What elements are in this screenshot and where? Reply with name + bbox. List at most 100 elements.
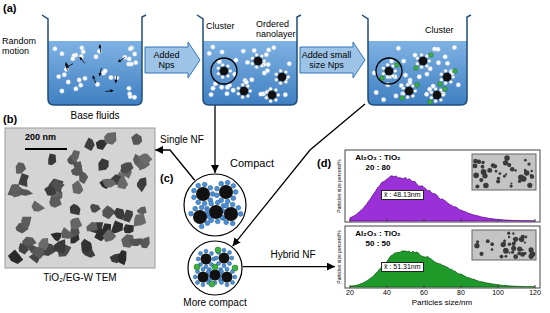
small-nanoparticle <box>212 264 218 270</box>
base-fluid-molecule <box>430 90 434 94</box>
inset-particle <box>487 168 492 173</box>
base-fluid-molecule <box>62 72 66 76</box>
base-fluid-molecule <box>400 92 404 96</box>
tio2-particle <box>81 239 92 253</box>
inset-particle <box>530 170 532 172</box>
tio2-particle <box>8 250 23 264</box>
tio2-particle <box>44 185 56 196</box>
inset-particle <box>528 247 533 252</box>
inset-particle <box>481 165 485 169</box>
tio2-particle <box>21 217 31 228</box>
base-fluid-molecule <box>132 95 136 99</box>
base-fluid-molecule <box>60 89 64 93</box>
base-fluid-molecule <box>210 192 215 197</box>
small-nanoparticle <box>209 281 215 287</box>
base-fluid-molecule <box>234 58 238 62</box>
base-fluid-molecule <box>219 269 223 273</box>
base-fluid-molecule <box>251 62 255 66</box>
inset-particle <box>491 248 494 251</box>
base-fluid-molecule <box>269 99 273 103</box>
inset-particle <box>524 170 529 175</box>
compact-cluster: Compact <box>183 173 247 237</box>
tick-label: 120 <box>525 289 545 297</box>
tio2-particle <box>137 177 147 192</box>
inset-particle <box>474 243 479 248</box>
axis-tick <box>350 219 351 222</box>
inset-particle <box>510 167 515 172</box>
base-fluid-molecule <box>207 269 211 273</box>
inset-particle <box>530 174 534 178</box>
inset-particle <box>524 235 527 238</box>
mean-size: x̄ : 48.13nm <box>381 190 424 200</box>
base-fluid-molecule <box>416 62 420 66</box>
scale-bar <box>25 148 67 150</box>
base-fluid-molecule <box>109 75 113 79</box>
tio2-particle <box>90 204 101 213</box>
base-fluid-molecule <box>71 56 75 60</box>
base-fluid-molecule <box>402 92 406 96</box>
inset-particle <box>514 240 516 242</box>
inset-particle <box>509 184 512 187</box>
base-fluid-molecule <box>134 60 138 64</box>
block-arrow <box>300 42 365 78</box>
base-fluid-molecule <box>244 80 248 84</box>
edge-label: Added Nps <box>146 50 187 70</box>
beaker <box>362 15 471 105</box>
base-fluid-molecule <box>97 49 101 53</box>
callout-text: Random motion <box>2 36 42 56</box>
tio2-particle <box>137 207 147 215</box>
motion-arrow <box>93 76 96 83</box>
base-fluid-molecule <box>434 87 438 91</box>
base-fluid-molecule <box>215 193 220 198</box>
inset-particle <box>473 172 479 178</box>
small-nanoparticle <box>443 87 448 92</box>
nanoparticle <box>198 272 209 283</box>
base-fluid-molecule <box>390 59 394 63</box>
base-fluid-molecule <box>284 70 288 74</box>
axis-title: Particles size percent/% <box>336 224 342 290</box>
base-fluid-molecule <box>81 50 85 54</box>
base-fluid-molecule <box>219 281 223 285</box>
tio2-particle <box>22 237 37 247</box>
base-fluid-molecule <box>250 78 254 82</box>
cluster-outline <box>184 174 246 236</box>
base-fluid-molecule <box>265 68 269 72</box>
base-fluid-molecule <box>94 54 98 58</box>
base-fluid-molecule <box>265 90 269 94</box>
base-fluid-molecule <box>381 97 385 101</box>
edge-label: Single NF <box>157 134 207 146</box>
base-fluid-molecule <box>275 78 279 82</box>
base-fluid-molecule <box>266 48 270 52</box>
small-nanoparticle <box>438 82 443 87</box>
edge-label: Hybrid NF <box>258 249 328 261</box>
base-fluid-molecule <box>127 92 131 96</box>
motion-arrow <box>118 57 125 62</box>
base-fluid-molecule <box>263 59 267 63</box>
small-nanoparticle <box>400 96 405 101</box>
small-nanoparticle <box>415 83 420 88</box>
beaker-hybrid-nanofluid: Cluster <box>365 15 470 105</box>
axis-tick <box>387 285 388 288</box>
tio2-particle <box>17 189 33 196</box>
node-shape <box>365 15 470 105</box>
base-fluid-molecule <box>231 88 235 92</box>
base-fluid-molecule <box>201 283 205 287</box>
block-arrow <box>145 42 200 78</box>
base-fluid-molecule <box>456 83 460 87</box>
base-fluid-molecule <box>230 256 234 260</box>
base-fluid-molecule <box>229 69 233 73</box>
small-nanoparticle <box>429 53 434 58</box>
inset-particle <box>503 175 506 178</box>
motion-arrow <box>80 57 85 63</box>
tio2-particle <box>18 173 29 187</box>
base-fluid-molecule <box>74 87 78 91</box>
base-fluid-molecule <box>246 94 250 98</box>
base-fluid-molecule <box>440 78 444 82</box>
base-fluid-molecule <box>189 211 194 216</box>
base-fluid-molecule <box>226 74 230 78</box>
inset-particle <box>481 161 484 164</box>
base-fluid-molecule <box>444 81 448 85</box>
base-fluid-molecule <box>274 88 278 92</box>
base-fluid-molecule <box>441 92 445 96</box>
base-fluid-molecule <box>211 45 215 49</box>
